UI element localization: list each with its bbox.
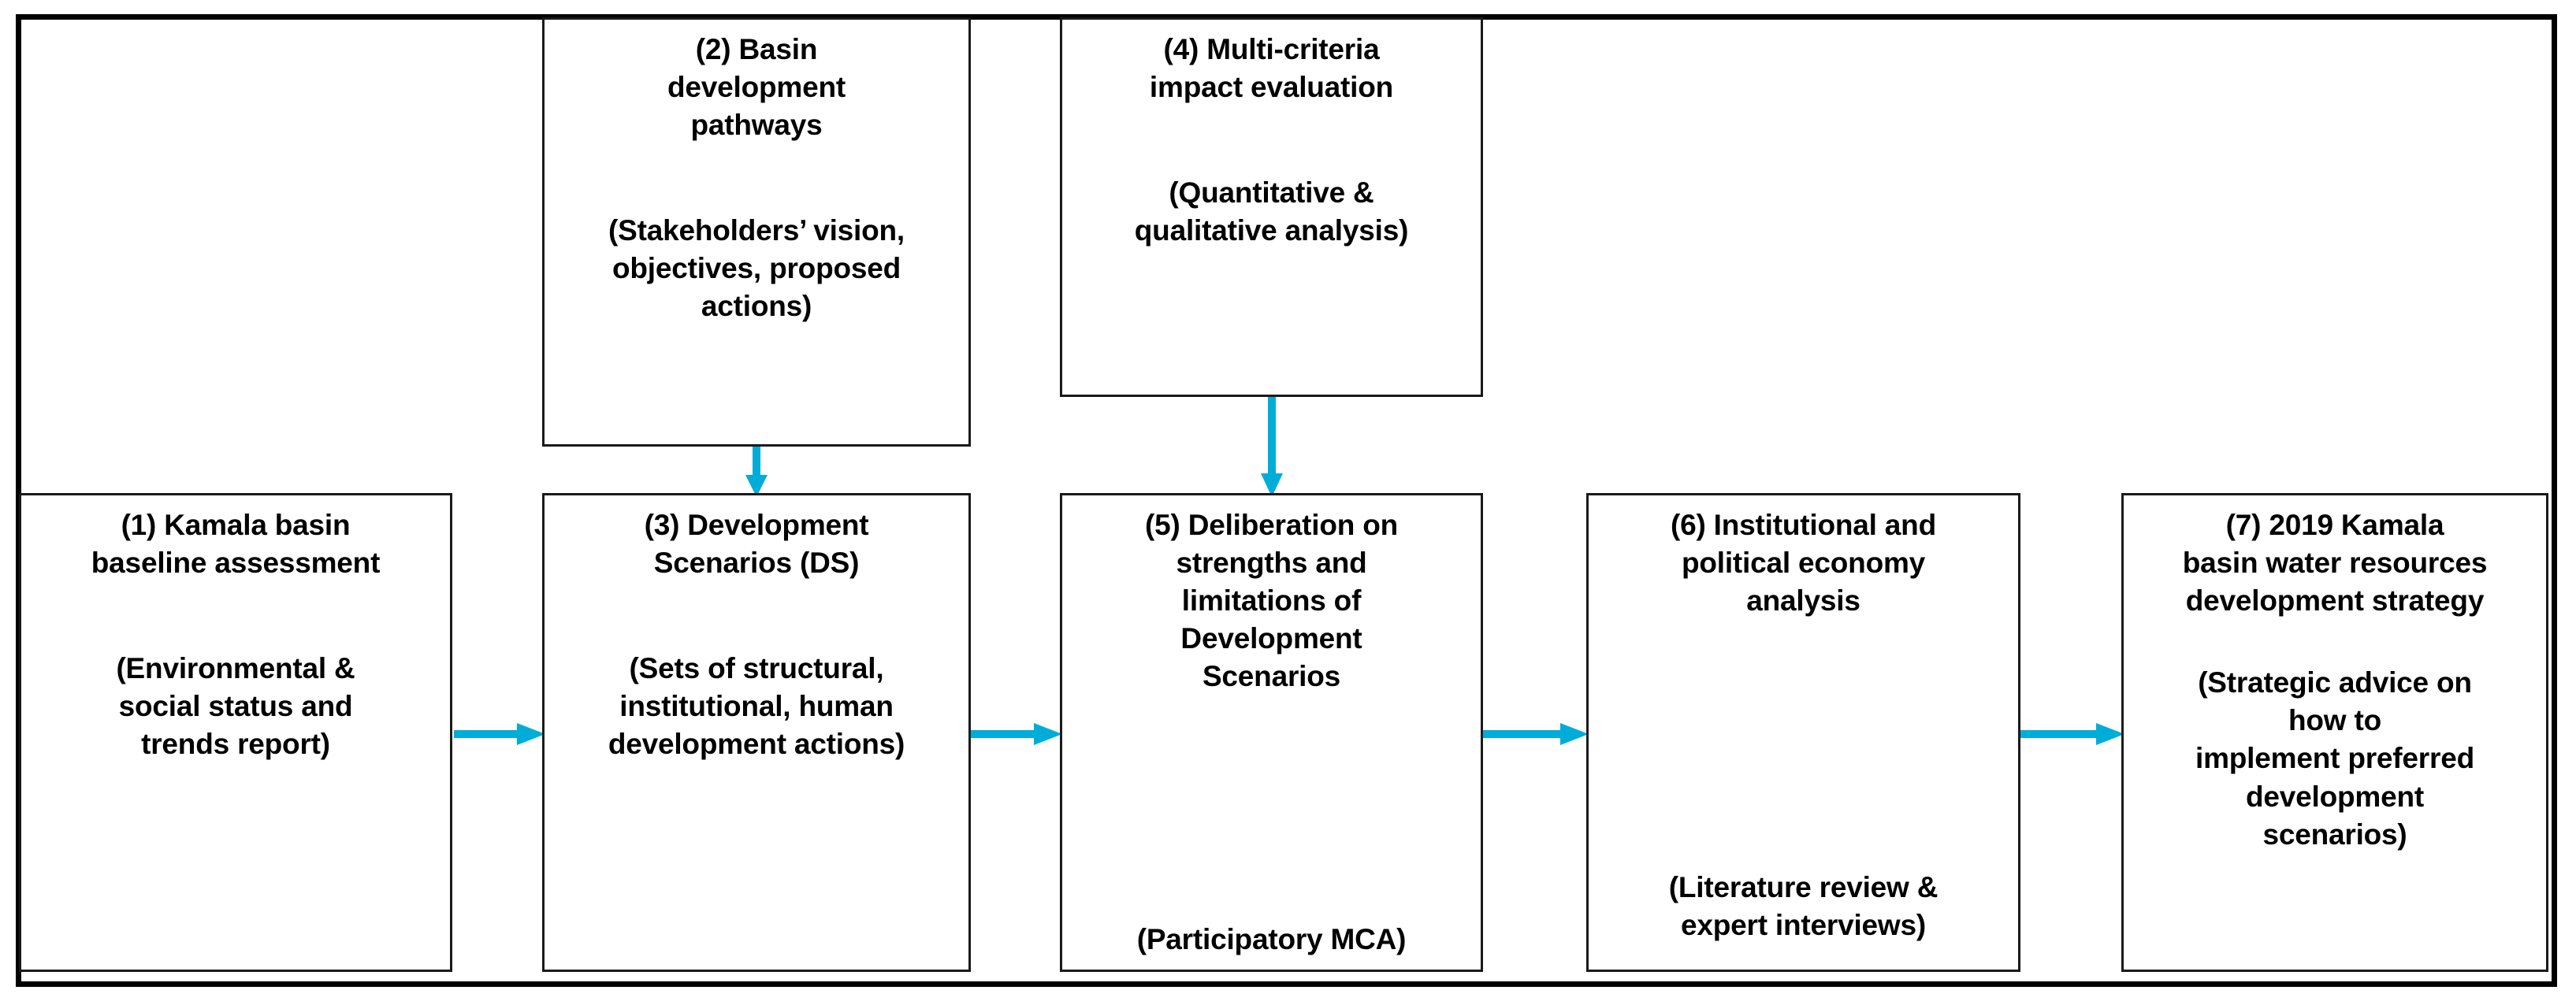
process-box-2[interactable]: (2) Basin development pathways (Stakehol…: [542, 17, 971, 447]
process-box-2-title: (2) Basin development pathways: [667, 33, 846, 142]
process-box-5-subtitle: (Participatory MCA): [1136, 922, 1407, 955]
process-box-3-subtitle: (Sets of structural, institutional, huma…: [608, 652, 905, 761]
process-box-7-title: (7) 2019 Kamala basin water resources de…: [2182, 509, 2488, 617]
process-box-3-title: (3) Development Scenarios (DS): [644, 509, 869, 580]
process-box-6-title: (6) Institutional and political economy …: [1670, 509, 1936, 617]
arrow-box6-to-box7: [2019, 723, 2124, 745]
arrow-box3-to-box5: [971, 723, 1062, 745]
process-box-1-title: (1) Kamala basin baseline assessment: [91, 509, 381, 580]
arrow-box4-to-box5: [1261, 395, 1283, 497]
process-box-2-subtitle: (Stakeholders’ vision, objectives, propo…: [608, 214, 905, 323]
process-box-5[interactable]: (5) Deliberation on strengths and limita…: [1060, 493, 1483, 972]
arrow-box1-to-box3: [454, 723, 545, 745]
arrow-box2-to-box3: [745, 445, 768, 497]
arrow-box5-to-box6: [1483, 723, 1589, 745]
process-box-7-subtitle: (Strategic advice on how to implement pr…: [2195, 666, 2474, 851]
process-box-7[interactable]: (7) 2019 Kamala basin water resources de…: [2121, 493, 2548, 972]
process-box-4-title: (4) Multi-criteria impact evaluation: [1149, 33, 1394, 104]
process-box-6-subtitle: (Literature review & expert interviews): [1668, 870, 1939, 941]
process-box-3[interactable]: (3) Development Scenarios (DS) (Sets of …: [542, 493, 971, 972]
process-box-4[interactable]: (4) Multi-criteria impact evaluation (Qu…: [1060, 17, 1483, 397]
process-box-1-subtitle: (Environmental & social status and trend…: [116, 652, 355, 761]
process-box-4-subtitle: (Quantitative & qualitative analysis): [1134, 176, 1409, 247]
process-box-1[interactable]: (1) Kamala basin baseline assessment (En…: [19, 493, 452, 972]
process-box-6[interactable]: (6) Institutional and political economy …: [1586, 493, 2020, 972]
process-box-5-title: (5) Deliberation on strengths and limita…: [1145, 509, 1398, 693]
